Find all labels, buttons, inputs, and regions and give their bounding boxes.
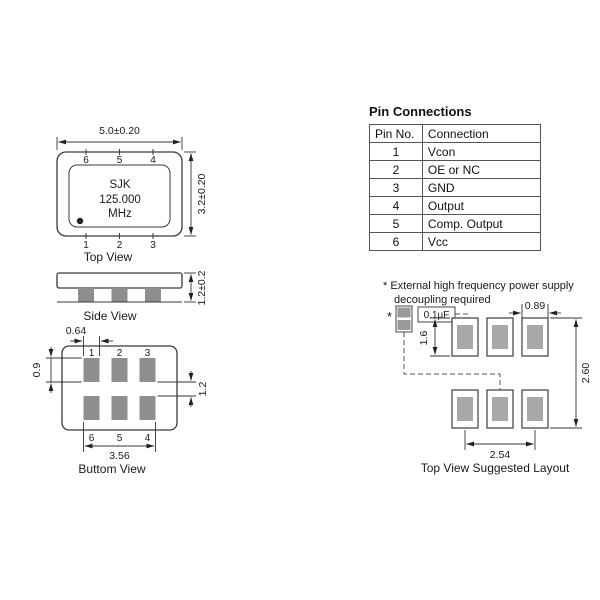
pin-connections-section: Pin Connections Pin No. Connection 1 Vco… (369, 104, 542, 251)
pin-no-cell: 4 (369, 196, 423, 215)
pin-no-cell: 1 (369, 142, 423, 161)
note-line-1: * External high frequency power supply (383, 280, 574, 292)
top-view-width-dimension: 5.0±0.20 (56, 125, 183, 150)
side-view-body (56, 272, 183, 289)
capacitor-pad-top (397, 307, 411, 318)
decoupling-trace-2 (455, 313, 469, 318)
top-view-width-dim-text: 5.0±0.20 (99, 125, 140, 137)
top-view-pin-1: 1 (83, 240, 89, 251)
capacitor-pad-bottom (397, 320, 411, 330)
layout-pad-width-dimension: 0.89 (509, 300, 561, 318)
layout-pitch-dimension: 2.54 (464, 430, 536, 461)
bottom-view-pad-width-dimension: 0.64 (66, 325, 113, 356)
side-view-height-dimension: 1.2±0.2 (184, 270, 208, 305)
pin-connections-table: Pin No. Connection 1 Vcon 2 OE or NC 3 G… (369, 124, 542, 251)
suggested-layout-label: Top View Suggested Layout (421, 461, 570, 475)
table-row: 5 Comp. Output (369, 214, 542, 233)
bottom-view-row-gap-text: 1.2 (197, 382, 209, 397)
suggested-layout-drawing (451, 317, 549, 429)
bottom-view-drawing (61, 345, 178, 431)
table-row: 6 Vcc (369, 232, 542, 251)
decoupling-note: * External high frequency power supply d… (383, 280, 574, 306)
bottom-view-pin-4: 4 (145, 433, 151, 444)
side-view-pads (78, 288, 161, 302)
decoupling-capacitor-symbol: * 0.1µF (387, 305, 501, 390)
layout-field-height-dimension: 2.60 (550, 317, 592, 429)
part-marking-frequency: 125.000 (99, 194, 141, 206)
connection-cell: Output (421, 196, 542, 215)
table-header-row: Pin No. Connection (369, 124, 542, 143)
top-view-pin-5: 5 (117, 155, 123, 166)
top-view-drawing (56, 149, 183, 239)
side-view-drawing (56, 272, 183, 303)
bottom-view-pad-width-text: 0.64 (66, 325, 87, 337)
bottom-view-pad-height-text: 0.9 (31, 363, 43, 378)
layout-pad-height-text: 1.6 (418, 331, 430, 346)
table-row: 1 Vcon (369, 142, 542, 161)
bottom-view-pad-height-dimension: 0.9 (31, 347, 82, 393)
layout-field-height-text: 2.60 (580, 363, 592, 384)
top-view-pad-ticks (85, 149, 154, 239)
connection-cell: Vcc (421, 232, 542, 251)
pin-no-cell: 6 (369, 232, 423, 251)
pin-no-cell: 3 (369, 178, 423, 197)
pin1-dot (76, 217, 84, 225)
top-view-pin-3: 3 (150, 240, 156, 251)
table-row: 4 Output (369, 196, 542, 215)
side-view-label: Side View (83, 309, 136, 323)
top-view-pin-6: 6 (83, 155, 89, 166)
layout-pads-inner (457, 325, 543, 421)
bottom-view-row-gap-dimension: 1.2 (157, 371, 209, 407)
pin-no-cell: 2 (369, 160, 423, 179)
side-view-height-dim-text: 1.2±0.2 (196, 270, 208, 305)
bottom-view-label: Buttom View (78, 462, 145, 476)
layout-pad-width-text: 0.89 (525, 300, 546, 312)
bottom-view-span-text: 3.56 (109, 450, 130, 462)
bottom-view-pin-numbers: 1 2 3 6 5 4 (89, 348, 151, 444)
top-view-pin-4: 4 (150, 155, 156, 166)
connection-cell: Vcon (421, 142, 542, 161)
connection-cell: OE or NC (421, 160, 542, 179)
top-view-inner-outline (68, 164, 171, 228)
connection-cell: GND (421, 178, 542, 197)
top-view-height-dim-text: 3.2±0.20 (196, 173, 208, 214)
connection-cell: Comp. Output (421, 214, 542, 233)
layout-pad-height-dimension: 1.6 (418, 317, 450, 357)
table-row: 3 GND (369, 178, 542, 197)
note-line-2: decoupling required (394, 294, 491, 306)
bottom-view-pin-1: 1 (89, 348, 95, 359)
bottom-view-pin-2: 2 (117, 348, 123, 359)
bottom-view-pin-6: 6 (89, 433, 95, 444)
top-view-height-dimension: 3.2±0.20 (184, 151, 208, 237)
top-view-label: Top View (84, 250, 133, 264)
table-row: 2 OE or NC (369, 160, 542, 179)
bottom-view-pin-3: 3 (145, 348, 151, 359)
top-view-pin-2: 2 (117, 240, 123, 251)
top-view-texts: 6 5 4 1 2 3 SJK 125.000 MHz Top View (83, 155, 156, 264)
header-connection: Connection (421, 124, 542, 143)
capacitor-asterisk: * (387, 309, 392, 324)
layout-pads-outline (451, 317, 549, 429)
bottom-view-pin-5: 5 (117, 433, 123, 444)
part-marking-unit: MHz (108, 208, 132, 220)
part-marking-brand: SJK (109, 179, 130, 191)
capacitor-value-label: 0.1µF (424, 310, 450, 321)
layout-pitch-text: 2.54 (490, 449, 511, 461)
bottom-view-pads (83, 358, 156, 420)
decoupling-trace-1 (403, 332, 501, 390)
pin-no-cell: 5 (369, 214, 423, 233)
header-pin-no: Pin No. (369, 124, 423, 143)
pin-connections-title: Pin Connections (369, 104, 472, 119)
bottom-view-span-dimension: 3.56 (83, 422, 156, 462)
